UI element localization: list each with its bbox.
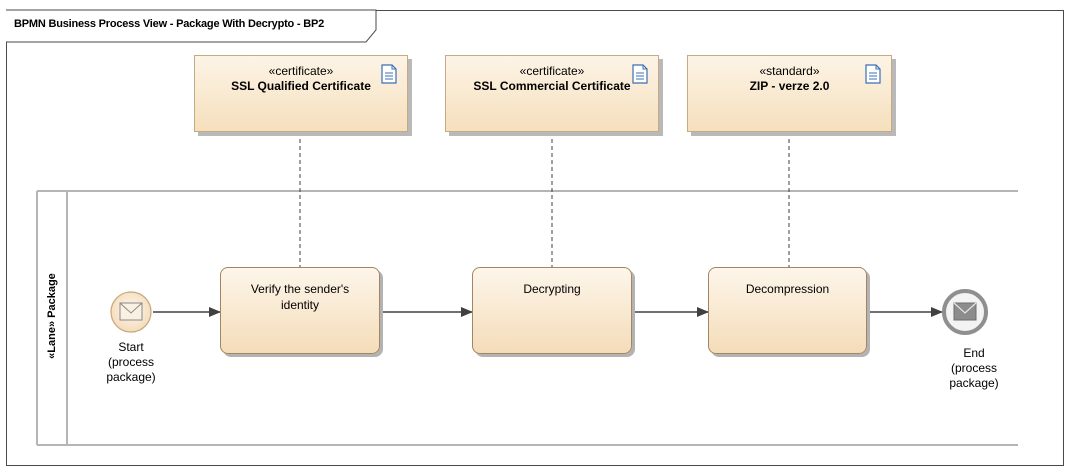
task-verify-sender-identity[interactable]: Verify the sender's identity — [220, 267, 380, 354]
lane-label: «Lane» Package — [46, 273, 58, 359]
document-icon — [381, 64, 397, 87]
event-label-line: (process — [107, 355, 154, 369]
artifact-stereotype: «certificate» — [519, 64, 585, 78]
event-label-line: Start — [118, 340, 144, 354]
diagram-frame — [6, 10, 1064, 466]
event-label-line: package) — [106, 370, 156, 384]
task-label-line: Decompression — [745, 282, 830, 296]
artifact-ssl-commercial-certificate[interactable]: «certificate» SSL Commercial Certificate — [445, 55, 659, 132]
task-decompression[interactable]: Decompression — [708, 267, 867, 354]
start-event[interactable] — [110, 291, 152, 333]
document-icon — [865, 64, 881, 87]
end-event[interactable] — [942, 289, 988, 335]
start-event-label: Start (process package) — [91, 340, 171, 385]
artifact-name: SSL Qualified Certificate — [231, 79, 371, 93]
artifact-name: ZIP - verze 2.0 — [749, 79, 830, 93]
document-icon — [632, 64, 648, 87]
task-label-line: identity — [280, 298, 320, 312]
event-label-line: package) — [949, 376, 999, 390]
task-label-line: Verify the sender's — [250, 282, 350, 296]
envelope-filled-icon — [953, 302, 977, 321]
artifact-stereotype: «standard» — [759, 64, 820, 78]
artifact-name: SSL Commercial Certificate — [473, 79, 631, 93]
artifact-zip-standard[interactable]: «standard» ZIP - verze 2.0 — [687, 55, 892, 132]
task-decrypting[interactable]: Decrypting — [472, 267, 632, 354]
event-label-line: (process — [950, 361, 997, 375]
artifact-ssl-qualified-certificate[interactable]: «certificate» SSL Qualified Certificate — [194, 55, 408, 132]
lane — [36, 190, 1018, 446]
end-event-label: End (process package) — [934, 346, 1014, 391]
diagram-title: BPMN Business Process View - Package Wit… — [14, 18, 325, 30]
frame-title-tab — [6, 9, 377, 43]
task-label-line: Decrypting — [523, 282, 581, 296]
envelope-icon — [119, 302, 143, 321]
event-label-line: End — [963, 346, 985, 360]
artifact-stereotype: «certificate» — [268, 64, 334, 78]
